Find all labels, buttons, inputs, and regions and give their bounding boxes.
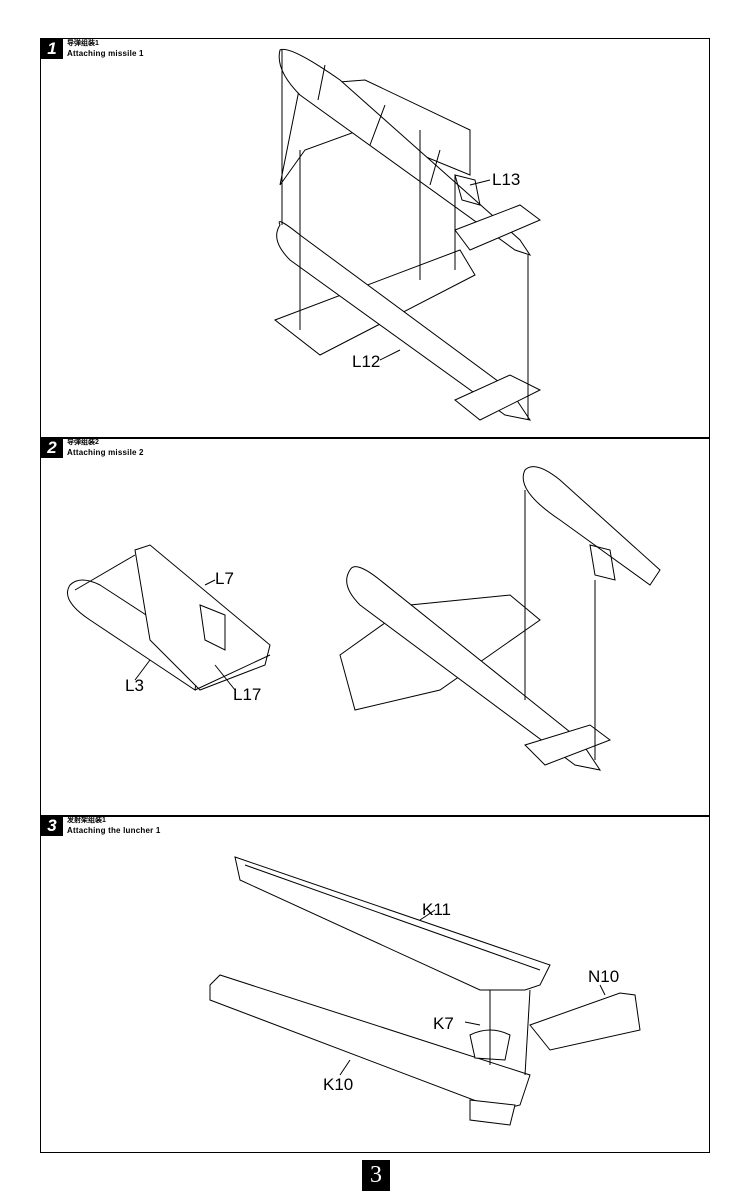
step-1-panel: 1 导弹组装1 Attaching missile 1 xyxy=(40,38,710,439)
part-label-l13: L13 xyxy=(492,170,521,189)
step-2-panel: 2 导弹组装2 Attaching missile 2 xyxy=(40,437,710,817)
step-3-panel: 3 发射架组装1 Attaching the luncher 1 xyxy=(40,815,710,1153)
part-label-k11: K11 xyxy=(422,900,451,919)
step-title-en: Attaching missile 1 xyxy=(67,49,144,58)
missile-l13-drawing xyxy=(278,48,541,256)
step-number-badge: 2 xyxy=(41,438,63,458)
part-label-l17: L17 xyxy=(233,685,262,704)
assembly-arrows xyxy=(281,50,529,420)
step-number-badge: 3 xyxy=(41,816,63,836)
step-title-cn: 导弹组装2 xyxy=(67,439,99,446)
step-title-en: Attaching the luncher 1 xyxy=(67,826,161,835)
leader-lines xyxy=(134,179,606,1076)
part-label-l12: L12 xyxy=(352,352,381,371)
part-label-k10: K10 xyxy=(323,1075,354,1094)
part-label-l7: L7 xyxy=(215,569,234,588)
step-number-badge: 1 xyxy=(41,39,63,59)
step-title-cn: 导弹组装1 xyxy=(67,40,99,47)
launcher-k11-drawing xyxy=(234,856,551,991)
launcher-arrows xyxy=(489,989,531,1076)
part-n10-drawing xyxy=(529,992,641,1051)
part-label-n10: N10 xyxy=(588,967,620,986)
missile-l12-drawing xyxy=(273,221,542,421)
part-label-l3: L3 xyxy=(125,676,144,695)
missile-assembly-2-drawing xyxy=(339,466,661,771)
missile-half-l3-drawing xyxy=(67,544,271,691)
step-title-en: Attaching missile 2 xyxy=(67,448,144,457)
launcher-k10-drawing xyxy=(209,974,531,1126)
page-number: 3 xyxy=(362,1160,390,1191)
part-label-k7: K7 xyxy=(433,1014,454,1033)
step-title-cn: 发射架组装1 xyxy=(67,817,106,824)
